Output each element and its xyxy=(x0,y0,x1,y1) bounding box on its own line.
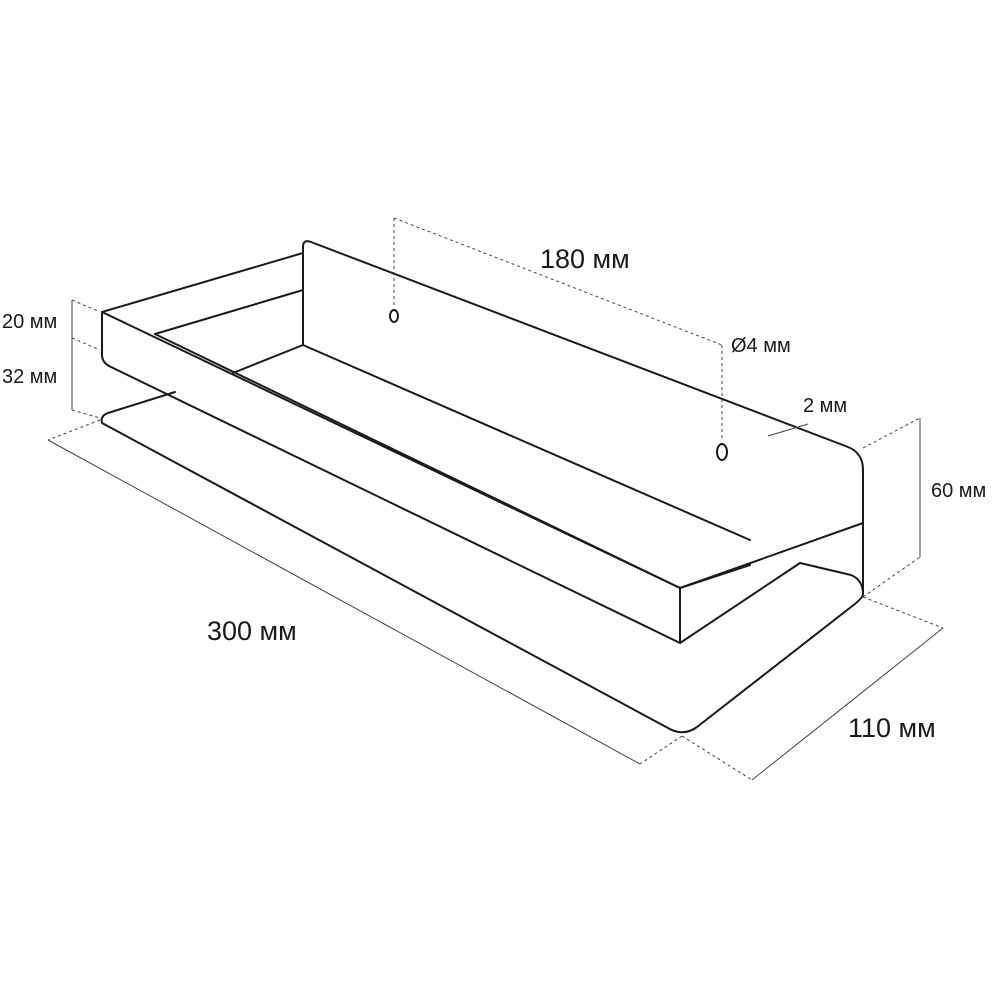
inner-floor xyxy=(154,333,751,589)
dimension-lines xyxy=(47,217,944,781)
mounting-hole-left xyxy=(389,309,399,323)
shelf-outline xyxy=(100,240,864,734)
depth-label: 110 мм xyxy=(848,713,936,743)
hole-spacing-label: 180 мм xyxy=(540,244,630,274)
front-rim-front xyxy=(101,311,681,644)
base-plate xyxy=(100,391,864,734)
mounting-hole-right xyxy=(716,443,728,461)
height-label: 60 мм xyxy=(931,480,986,502)
rim-height-label: 20 мм xyxy=(2,311,57,333)
left-rim xyxy=(101,252,304,335)
lower-bend xyxy=(679,522,864,644)
back-wall xyxy=(302,240,864,524)
length-label: 300 мм xyxy=(207,616,297,646)
hole-diameter-label: Ø4 мм xyxy=(731,335,791,357)
thickness-label: 2 мм xyxy=(803,395,847,417)
gap-height-label: 32 мм xyxy=(2,366,57,388)
